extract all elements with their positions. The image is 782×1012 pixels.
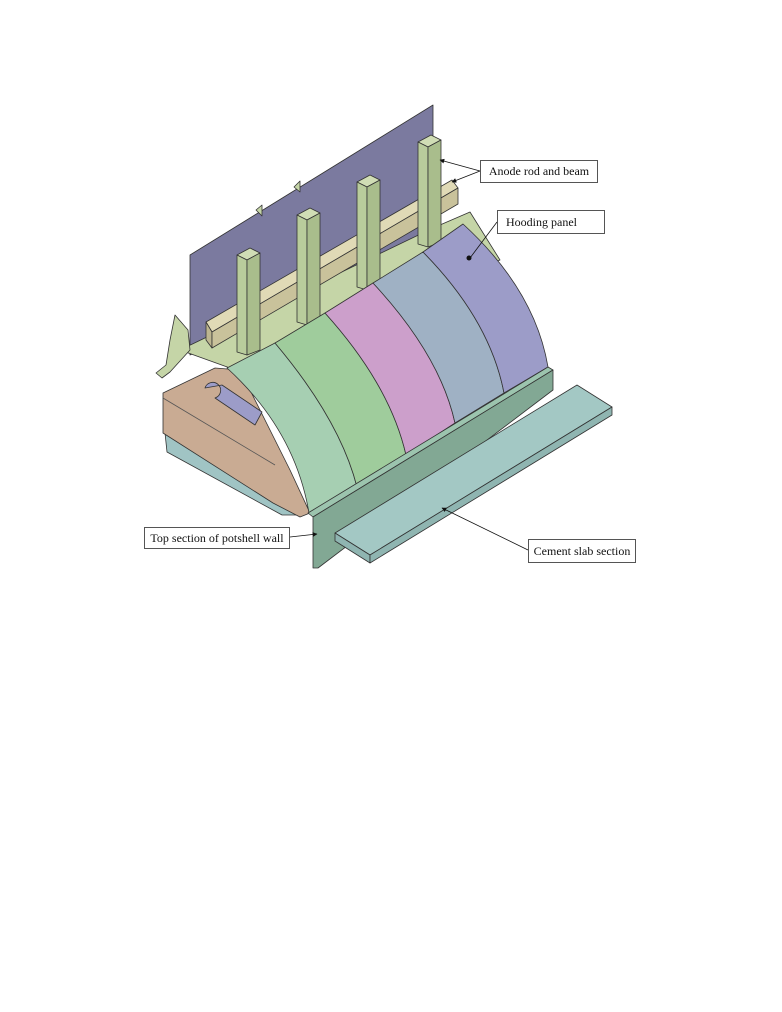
fin — [255, 204, 263, 217]
label-cement-slab: Cement slab section — [528, 539, 636, 563]
hooding-pointer-dot — [466, 255, 472, 261]
label-hooding-panel: Hooding panel — [497, 210, 605, 234]
side-bracket — [155, 314, 191, 379]
cement-slab-side — [369, 406, 613, 564]
anode-rods — [236, 134, 442, 356]
fin — [293, 180, 301, 193]
hooding-panels — [226, 223, 549, 514]
handle — [204, 381, 263, 426]
label-anode-rod-and-beam: Anode rod and beam — [480, 160, 598, 183]
label-potshell-wall: Top section of potshell wall — [144, 527, 290, 549]
leader-lines — [289, 158, 529, 551]
